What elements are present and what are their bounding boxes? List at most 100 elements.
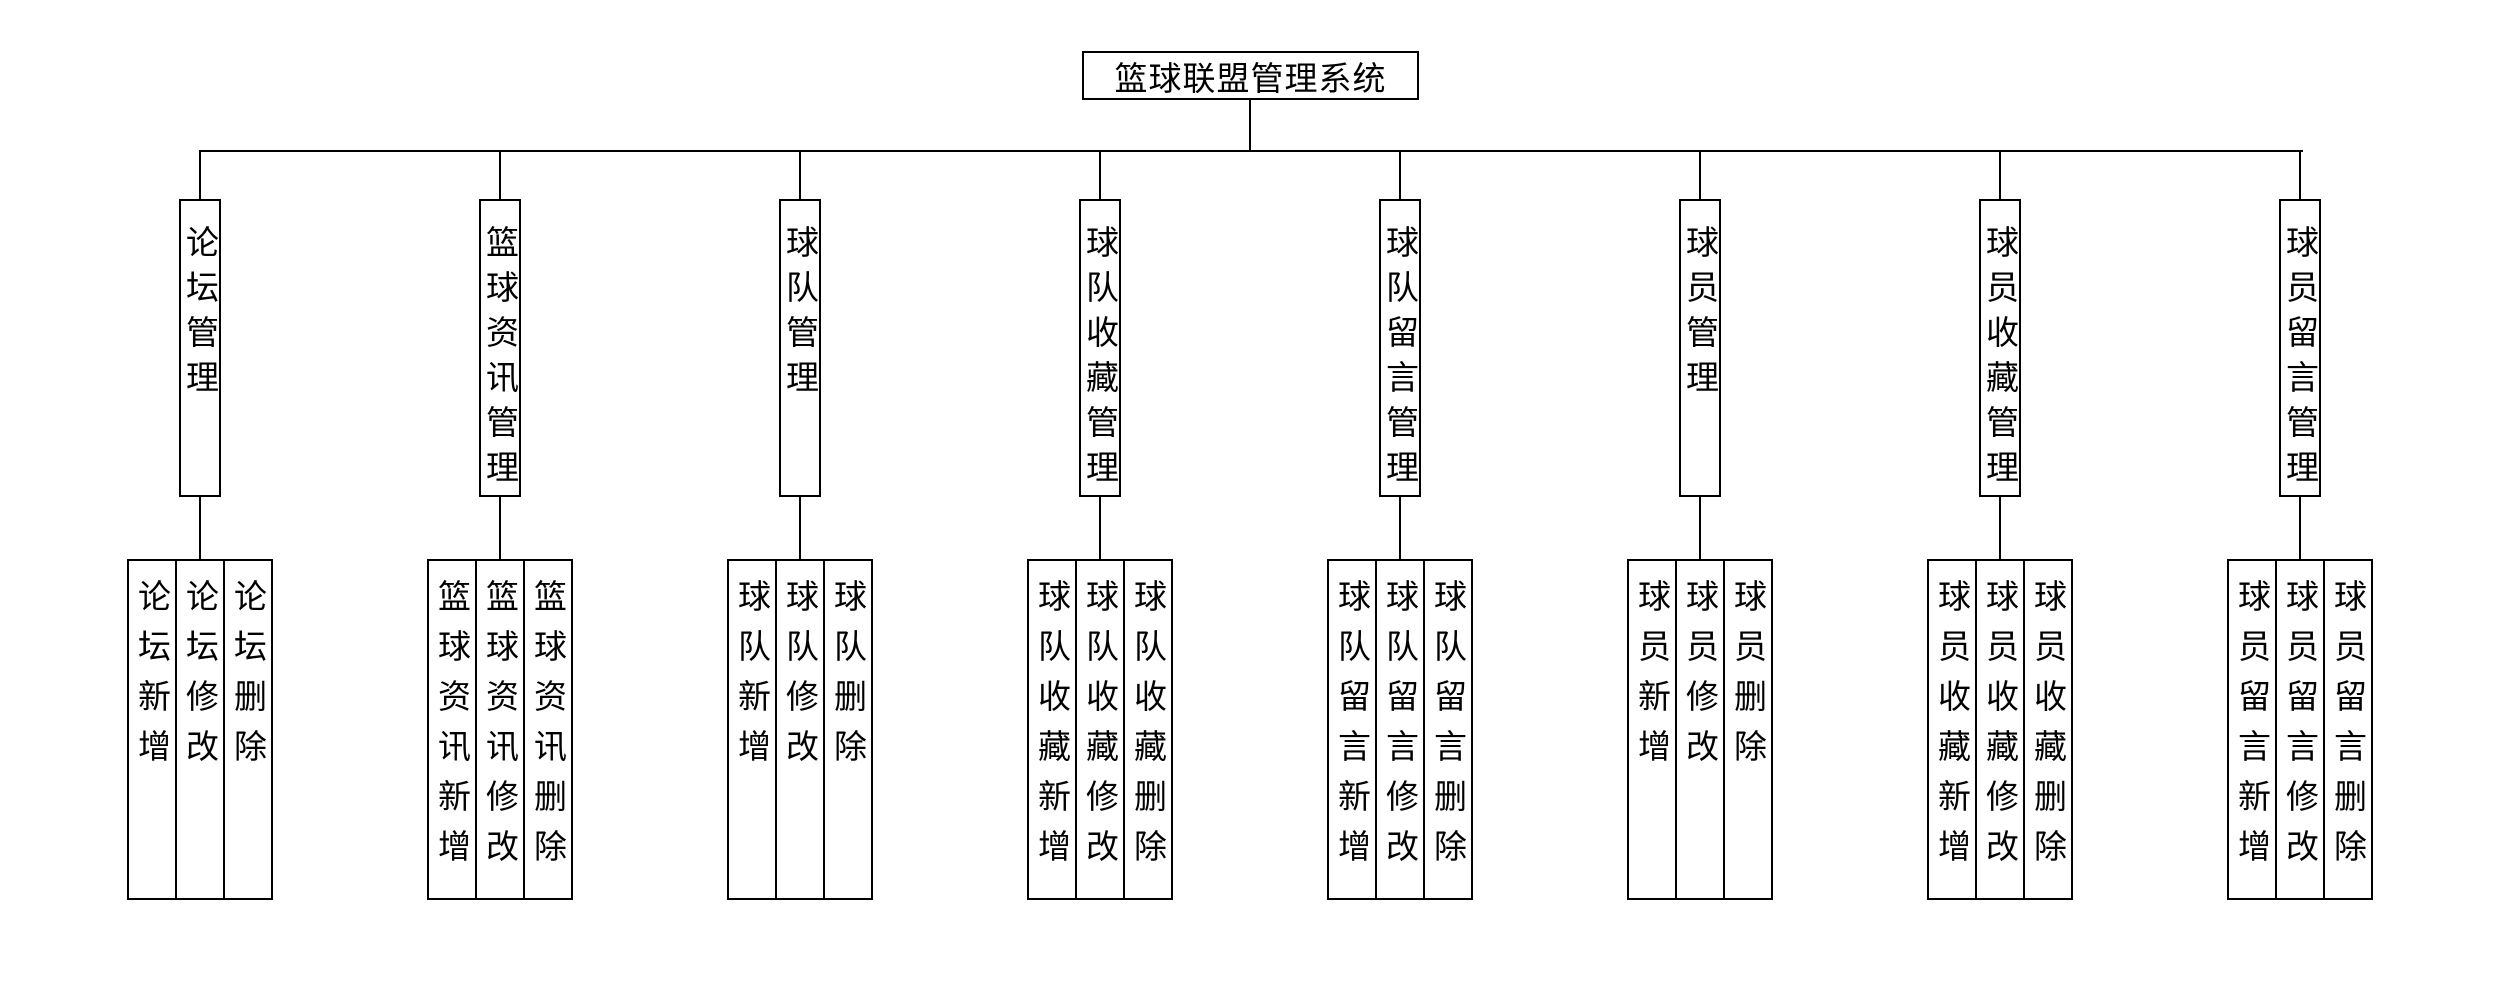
- node-player-delete: 球员删除: [1723, 559, 1773, 900]
- node-label: 球员收藏管理: [1981, 225, 2019, 495]
- node-team-management: 球队管理: [779, 199, 821, 497]
- node-label: 球队修改: [781, 579, 819, 779]
- connector-branch-bottom: [499, 497, 501, 559]
- node-player-message-management: 球员留言管理: [2279, 199, 2321, 497]
- connector-branch-bottom: [199, 497, 201, 559]
- branch-player: 球员管理 球员新增 球员修改 球员删除: [1550, 150, 1850, 960]
- node-player-message-add: 球员留言新增: [2227, 559, 2277, 900]
- node-label: 球队删除: [829, 579, 867, 779]
- node-label: 篮球资讯删除: [529, 579, 567, 879]
- node-label: 论坛管理: [181, 225, 219, 405]
- connector-branch-top: [199, 150, 201, 199]
- node-forum-management: 论坛管理: [179, 199, 221, 497]
- branch-team-message: 球队留言管理 球队留言新增 球队留言修改 球队留言删除: [1250, 150, 1550, 960]
- leaf-group-team-message: 球队留言新增 球队留言修改 球队留言删除: [1327, 559, 1473, 900]
- node-team-favorite-management: 球队收藏管理: [1079, 199, 1121, 497]
- leaf-group-player: 球员新增 球员修改 球员删除: [1627, 559, 1773, 900]
- node-player-message-edit: 球员留言修改: [2275, 559, 2325, 900]
- node-label: 球队留言删除: [1429, 579, 1467, 879]
- connector-branch-bottom: [1699, 497, 1701, 559]
- connector-root-stub: [1249, 100, 1251, 151]
- node-player-favorite-delete: 球员收藏删除: [2023, 559, 2073, 900]
- node-label: 球队收藏删除: [1129, 579, 1167, 879]
- connector-branch-top: [2299, 150, 2301, 199]
- node-team-add: 球队新增: [727, 559, 777, 900]
- leaf-group-team-favorite: 球队收藏新增 球队收藏修改 球队收藏删除: [1027, 559, 1173, 900]
- connector-branch-top: [1999, 150, 2001, 199]
- node-label: 球员修改: [1681, 579, 1719, 779]
- node-label: 球员管理: [1681, 225, 1719, 405]
- connector-branch-top: [1699, 150, 1701, 199]
- node-forum-delete: 论坛删除: [223, 559, 273, 900]
- node-label: 球员留言删除: [2329, 579, 2367, 879]
- node-label: 球队收藏管理: [1081, 225, 1119, 495]
- node-label: 球员新增: [1633, 579, 1671, 779]
- root-node-label: 篮球联盟管理系统: [1114, 59, 1387, 97]
- node-player-favorite-management: 球员收藏管理: [1979, 199, 2021, 497]
- leaf-group-player-favorite: 球员收藏新增 球员收藏修改 球员收藏删除: [1927, 559, 2073, 900]
- node-news-add: 篮球资讯新增: [427, 559, 477, 900]
- connector-branch-top: [1399, 150, 1401, 199]
- leaf-group-team: 球队新增 球队修改 球队删除: [727, 559, 873, 900]
- node-news-delete: 篮球资讯删除: [523, 559, 573, 900]
- leaf-group-player-message: 球员留言新增 球员留言修改 球员留言删除: [2227, 559, 2373, 900]
- node-label: 球员留言新增: [2233, 579, 2271, 879]
- node-news-management: 篮球资讯管理: [479, 199, 521, 497]
- node-label: 论坛新增: [133, 579, 171, 779]
- branch-player-message: 球员留言管理 球员留言新增 球员留言修改 球员留言删除: [2150, 150, 2450, 960]
- branch-team-favorite: 球队收藏管理 球队收藏新增 球队收藏修改 球队收藏删除: [950, 150, 1250, 960]
- node-label: 论坛删除: [229, 579, 267, 779]
- branch-player-favorite: 球员收藏管理 球员收藏新增 球员收藏修改 球员收藏删除: [1850, 150, 2150, 960]
- leaf-group-news: 篮球资讯新增 篮球资讯修改 篮球资讯删除: [427, 559, 573, 900]
- node-label: 球队新增: [733, 579, 771, 779]
- node-label: 球队管理: [781, 225, 819, 405]
- node-label: 球队收藏修改: [1081, 579, 1119, 879]
- node-player-favorite-edit: 球员收藏修改: [1975, 559, 2025, 900]
- root-node: 篮球联盟管理系统: [1082, 51, 1419, 100]
- connector-branch-bottom: [799, 497, 801, 559]
- node-label: 球员留言修改: [2281, 579, 2319, 879]
- node-team-favorite-delete: 球队收藏删除: [1123, 559, 1173, 900]
- node-player-edit: 球员修改: [1675, 559, 1725, 900]
- node-label: 球员收藏新增: [1933, 579, 1971, 879]
- node-news-edit: 篮球资讯修改: [475, 559, 525, 900]
- node-forum-edit: 论坛修改: [175, 559, 225, 900]
- node-team-favorite-edit: 球队收藏修改: [1075, 559, 1125, 900]
- node-label: 论坛修改: [181, 579, 219, 779]
- node-player-favorite-add: 球员收藏新增: [1927, 559, 1977, 900]
- node-label: 球员留言管理: [2281, 225, 2319, 495]
- leaf-group-forum: 论坛新增 论坛修改 论坛删除: [127, 559, 273, 900]
- node-label: 球队收藏新增: [1033, 579, 1071, 879]
- node-label: 球队留言管理: [1381, 225, 1419, 495]
- node-label: 球员收藏修改: [1981, 579, 2019, 879]
- branch-forum: 论坛管理 论坛新增 论坛修改 论坛删除: [50, 150, 350, 960]
- node-team-message-edit: 球队留言修改: [1375, 559, 1425, 900]
- connector-branch-top: [499, 150, 501, 199]
- node-team-message-management: 球队留言管理: [1379, 199, 1421, 497]
- connector-bus: [199, 150, 2303, 152]
- node-team-favorite-add: 球队收藏新增: [1027, 559, 1077, 900]
- node-player-management: 球员管理: [1679, 199, 1721, 497]
- connector-branch-top: [799, 150, 801, 199]
- node-label: 球队留言新增: [1333, 579, 1371, 879]
- node-team-delete: 球队删除: [823, 559, 873, 900]
- node-label: 篮球资讯修改: [481, 579, 519, 879]
- connector-branch-top: [1099, 150, 1101, 199]
- node-team-message-delete: 球队留言删除: [1423, 559, 1473, 900]
- branch-team: 球队管理 球队新增 球队修改 球队删除: [650, 150, 950, 960]
- branch-news: 篮球资讯管理 篮球资讯新增 篮球资讯修改 篮球资讯删除: [350, 150, 650, 960]
- connector-branch-bottom: [1099, 497, 1101, 559]
- node-label: 篮球资讯新增: [433, 579, 471, 879]
- node-label: 篮球资讯管理: [481, 225, 519, 495]
- node-label: 球队留言修改: [1381, 579, 1419, 879]
- connector-branch-bottom: [2299, 497, 2301, 559]
- node-team-message-add: 球队留言新增: [1327, 559, 1377, 900]
- node-forum-add: 论坛新增: [127, 559, 177, 900]
- node-team-edit: 球队修改: [775, 559, 825, 900]
- node-label: 球员收藏删除: [2029, 579, 2067, 879]
- connector-branch-bottom: [1999, 497, 2001, 559]
- connector-branch-bottom: [1399, 497, 1401, 559]
- node-label: 球员删除: [1729, 579, 1767, 779]
- node-player-message-delete: 球员留言删除: [2323, 559, 2373, 900]
